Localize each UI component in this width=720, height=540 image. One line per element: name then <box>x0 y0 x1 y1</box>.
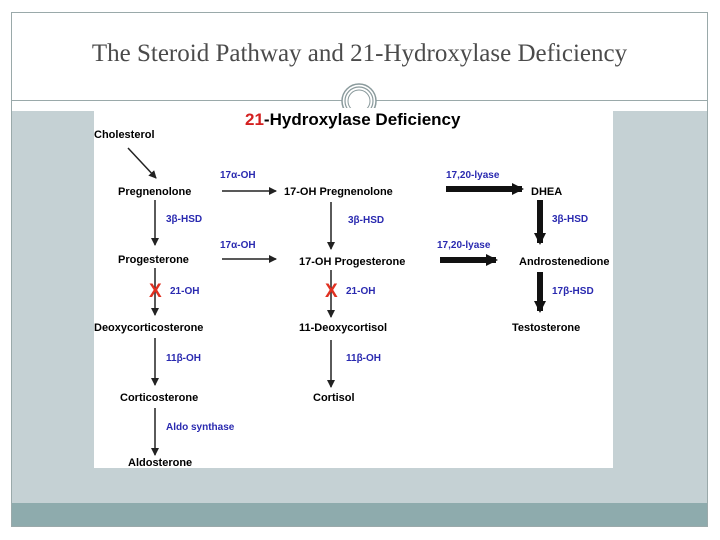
node-progesterone: Progesterone <box>118 254 189 266</box>
block-mark-21oh-1: X <box>149 281 162 302</box>
enzyme-17a-oh-2: 17α-OH <box>220 240 256 251</box>
enzyme-3b-hsd-2: 3β-HSD <box>348 215 385 226</box>
diagram-title-rest: -Hydroxylase Deficiency <box>263 110 461 129</box>
enzyme-17-20-lyase-1: 17,20-lyase <box>446 170 500 181</box>
footer-band <box>12 503 707 526</box>
block-mark-21oh-2: X <box>325 281 338 302</box>
node-cholesterol: Cholesterol <box>94 129 155 141</box>
node-corticosterone: Corticosterone <box>120 392 199 404</box>
enzyme-17a-oh-1: 17α-OH <box>220 170 256 181</box>
node-deoxycorticosterone: Deoxycorticosterone <box>94 322 204 334</box>
node-androstenedione: Androstenedione <box>519 256 610 268</box>
enzyme-3b-hsd-1: 3β-HSD <box>166 214 203 225</box>
node-pregnenolone: Pregnenolone <box>118 186 192 198</box>
enzyme-21-oh-1: 21-OH <box>170 286 200 297</box>
enzyme-11b-oh-1: 11β-OH <box>166 353 202 364</box>
pathway-arrows <box>127 147 546 456</box>
node-testosterone: Testosterone <box>512 322 581 334</box>
node-cortisol: Cortisol <box>313 392 355 404</box>
diagram-title-prefix: 21 <box>245 110 264 129</box>
enzyme-11b-oh-2: 11β-OH <box>346 353 382 364</box>
node-17oh-pregnenolone: 17-OH Pregnenolone <box>284 186 393 198</box>
arrow-cholesterol-to-pregnenolone <box>127 147 157 179</box>
slide-title: The Steroid Pathway and 21-Hydroxylase D… <box>91 40 628 67</box>
pathway-diagram: 21-Hydroxylase Deficiency Cholesterol Pr… <box>94 108 613 469</box>
node-aldosterone: Aldosterone <box>128 457 193 469</box>
enzyme-3b-hsd-3: 3β-HSD <box>552 214 589 225</box>
enzyme-aldo-synthase: Aldo synthase <box>166 422 235 433</box>
node-dhea: DHEA <box>531 186 563 198</box>
node-11-deoxycortisol: 11-Deoxycortisol <box>299 322 388 334</box>
enzyme-21-oh-2: 21-OH <box>346 286 376 297</box>
slide-frame <box>11 12 708 527</box>
enzyme-17-20-lyase-2: 17,20-lyase <box>437 240 491 251</box>
enzyme-17b-hsd: 17β-HSD <box>552 286 594 297</box>
diagram-title: 21-Hydroxylase Deficiency <box>245 110 460 130</box>
node-17oh-progesterone: 17-OH Progesterone <box>299 256 406 268</box>
